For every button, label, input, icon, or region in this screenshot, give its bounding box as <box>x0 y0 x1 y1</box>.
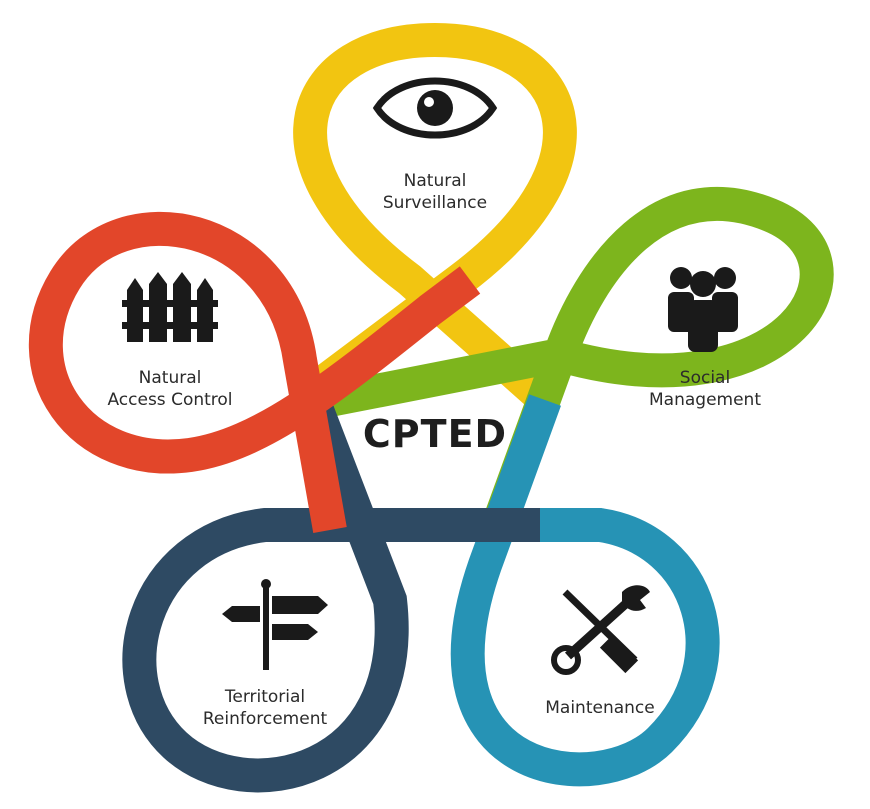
label-natural-access-control: Natural Access Control <box>107 368 233 410</box>
label-social-management: Social Management <box>649 368 761 410</box>
label-maintenance: Maintenance <box>545 698 655 718</box>
loop-natural-access-control <box>28 211 481 533</box>
loop-social-management <box>326 186 834 526</box>
fence-icon <box>122 272 218 342</box>
tools-icon <box>551 585 650 675</box>
signpost-icon <box>222 579 328 670</box>
label-natural-surveillance: Natural Surveillance <box>382 171 488 213</box>
loop-territorial-reinforcement <box>122 398 540 793</box>
loop-natural-surveillance <box>289 22 577 414</box>
loop-maintenance <box>320 394 720 787</box>
center-title: CPTED <box>362 412 508 456</box>
label-territorial-reinforcement: Territorial Reinforcement <box>202 687 328 729</box>
people-group-icon <box>668 267 738 352</box>
eye-icon <box>372 77 498 139</box>
